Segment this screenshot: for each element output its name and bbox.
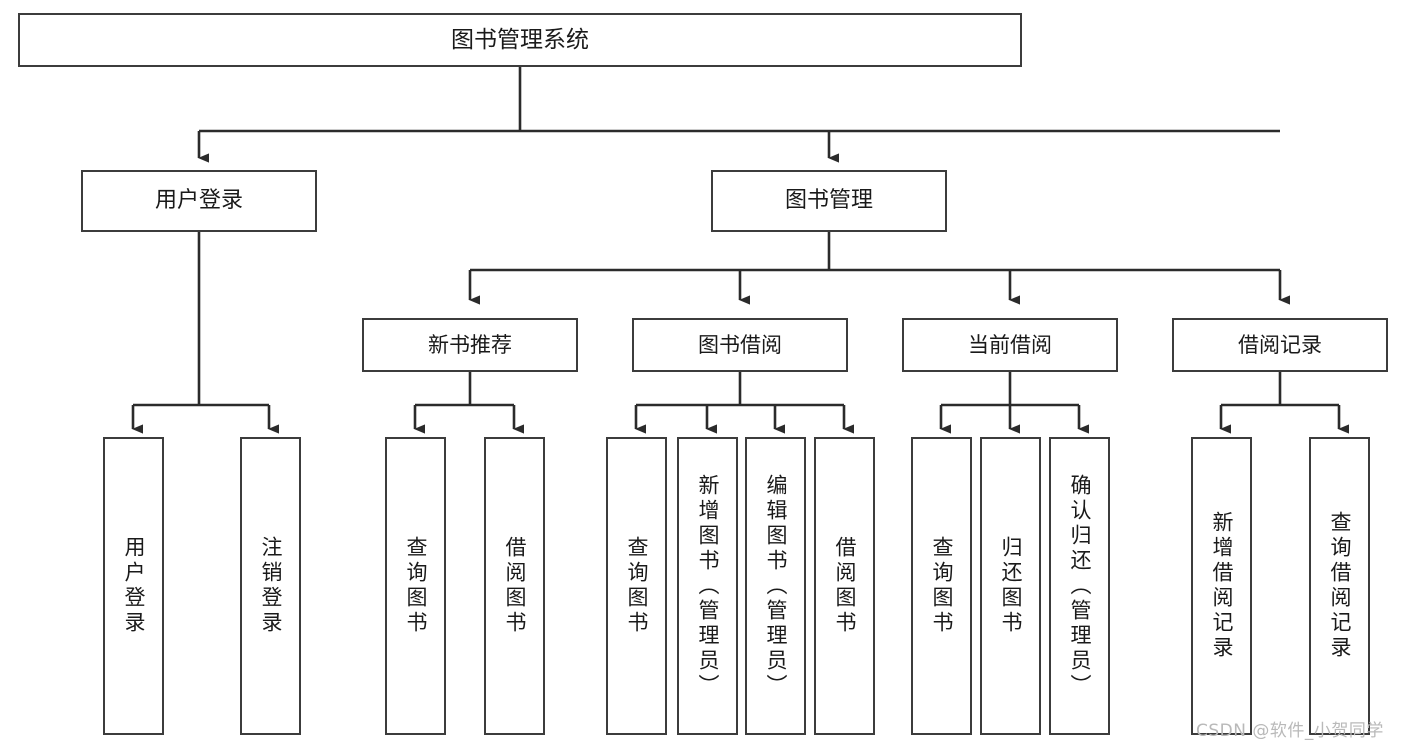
leaf-return-book-label: 归还图书 <box>999 536 1023 636</box>
leaf-borrow-book-1-label: 借阅图书 <box>503 536 527 636</box>
node-new-book-recommend[interactable]: 新书推荐 <box>362 318 578 372</box>
node-new-book-recommend-label: 新书推荐 <box>428 332 512 357</box>
node-root-label: 图书管理系统 <box>451 26 589 53</box>
leaf-query-book-1[interactable]: 查询图书 <box>385 437 446 735</box>
node-book-borrow[interactable]: 图书借阅 <box>632 318 848 372</box>
leaf-query-borrow-record[interactable]: 查询借阅记录 <box>1309 437 1370 735</box>
leaf-return-book[interactable]: 归还图书 <box>980 437 1041 735</box>
leaf-query-book-3[interactable]: 查询图书 <box>911 437 972 735</box>
leaf-borrow-book-2-label: 借阅图书 <box>833 536 857 636</box>
leaf-borrow-book-1[interactable]: 借阅图书 <box>484 437 545 735</box>
leaf-add-book[interactable]: 新增图书（管理员） <box>677 437 738 735</box>
leaf-borrow-book-2[interactable]: 借阅图书 <box>814 437 875 735</box>
node-user-login-label: 用户登录 <box>154 188 243 214</box>
leaf-query-book-2-label: 查询图书 <box>625 536 649 636</box>
leaf-edit-book-label: 编辑图书（管理员） <box>764 473 788 699</box>
leaf-logout-login[interactable]: 注销登录 <box>240 437 301 735</box>
leaf-user-login-label: 用户登录 <box>122 536 146 636</box>
node-borrow-record[interactable]: 借阅记录 <box>1172 318 1388 372</box>
leaf-add-book-label: 新增图书（管理员） <box>696 473 720 699</box>
leaf-add-borrow-record-label: 新增借阅记录 <box>1210 511 1234 661</box>
node-user-login[interactable]: 用户登录 <box>81 170 317 232</box>
csdn-watermark: CSDN @软件_小贺同学 <box>1196 716 1384 741</box>
leaf-query-book-1-label: 查询图书 <box>404 536 428 636</box>
node-root[interactable]: 图书管理系统 <box>18 13 1022 67</box>
leaf-query-book-3-label: 查询图书 <box>930 536 954 636</box>
leaf-query-borrow-record-label: 查询借阅记录 <box>1328 511 1352 661</box>
leaf-edit-book[interactable]: 编辑图书（管理员） <box>745 437 806 735</box>
leaf-query-book-2[interactable]: 查询图书 <box>606 437 667 735</box>
leaf-logout-login-label: 注销登录 <box>259 536 283 636</box>
node-book-management-label: 图书管理 <box>784 188 873 214</box>
leaf-add-borrow-record[interactable]: 新增借阅记录 <box>1191 437 1252 735</box>
leaf-confirm-return-label: 确认归还（管理员） <box>1068 473 1092 699</box>
csdn-watermark-text: CSDN @软件_小贺同学 <box>1196 721 1384 741</box>
node-current-borrow-label: 当前借阅 <box>968 332 1052 357</box>
leaf-user-login[interactable]: 用户登录 <box>103 437 164 735</box>
node-book-management[interactable]: 图书管理 <box>711 170 947 232</box>
node-current-borrow[interactable]: 当前借阅 <box>902 318 1118 372</box>
node-book-borrow-label: 图书借阅 <box>698 332 782 357</box>
node-borrow-record-label: 借阅记录 <box>1238 332 1322 357</box>
leaf-confirm-return[interactable]: 确认归还（管理员） <box>1049 437 1110 735</box>
